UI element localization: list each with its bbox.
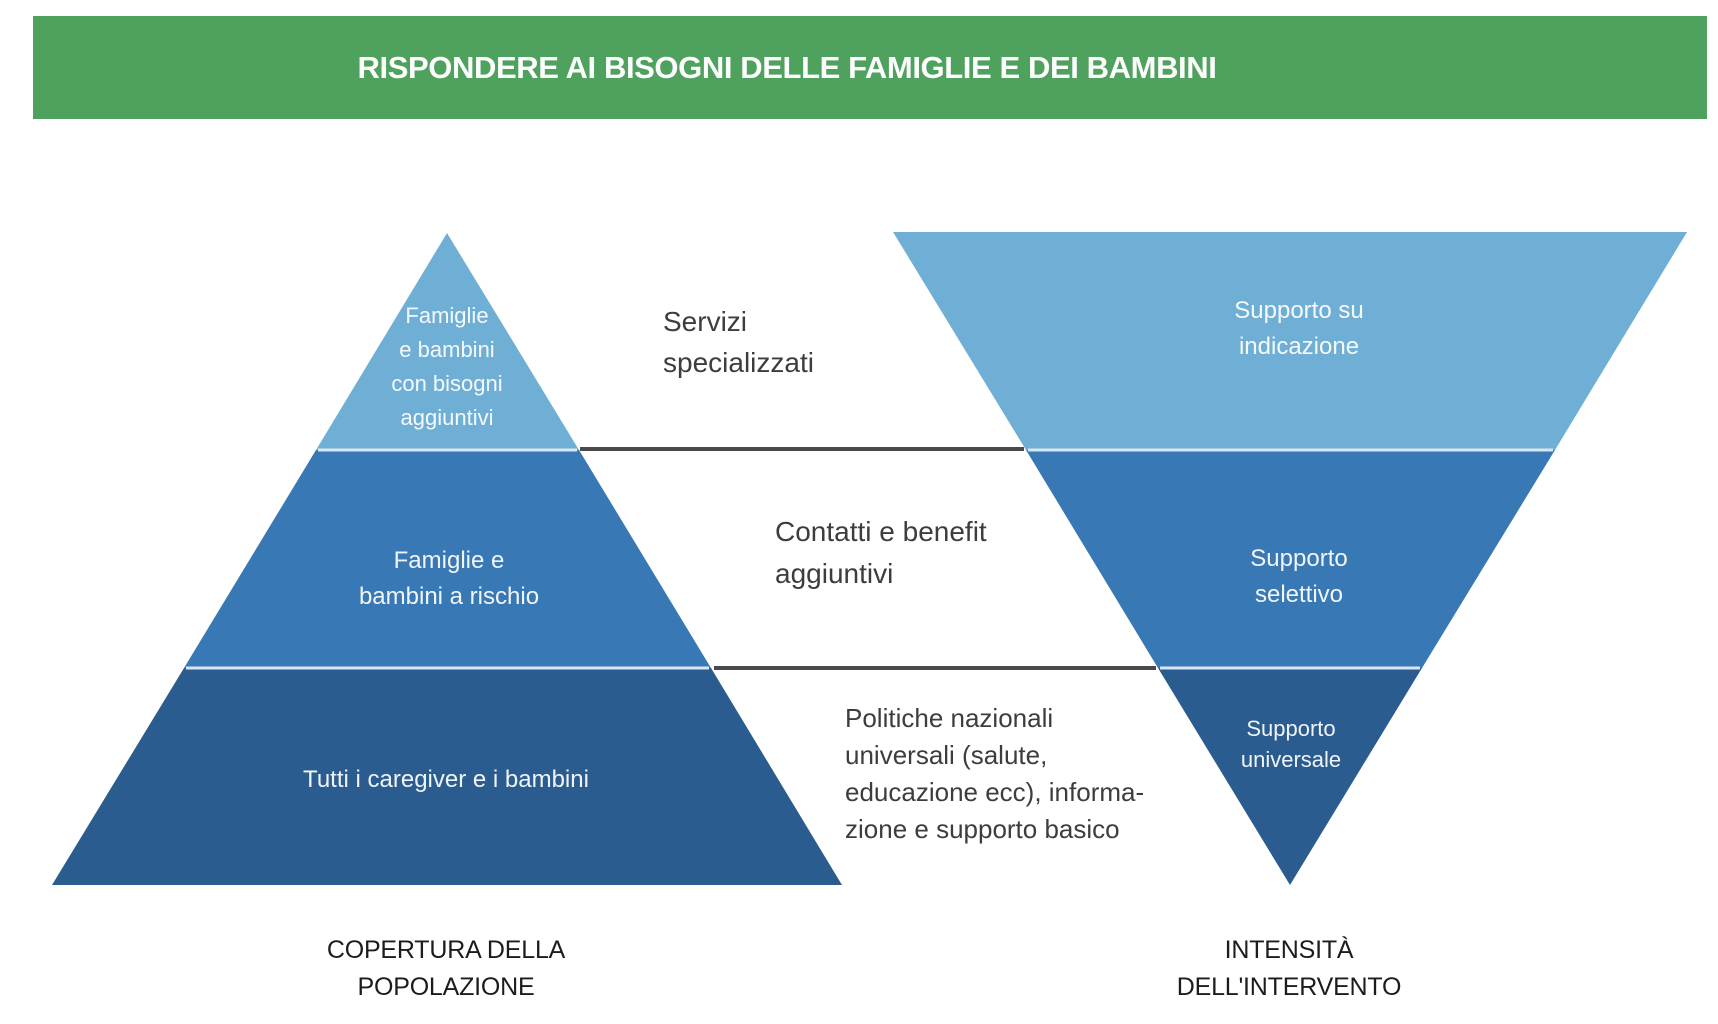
funnel-layer-bottom-shape (1158, 668, 1422, 885)
service-label-servizi-specializzati: Servizi specializzati (663, 306, 814, 378)
pyramid-label-a-rischio: Famiglie e bambini a rischio (358, 547, 540, 610)
funnel-label-supporto-indicazione: Supporto su indicazione (1234, 297, 1364, 360)
page-title: RISPONDERE AI BISOGNI DELLE FAMIGLIE E D… (357, 50, 1217, 85)
service-label-contatti-benefit: Contatti e benefit aggiuntivi (775, 516, 987, 589)
pyramid-layer-middle-shape (184, 450, 711, 668)
header-banner: RISPONDERE AI BISOGNI DELLE FAMIGLIE E D… (33, 16, 1707, 119)
funnel-layer-top-shape (893, 232, 1687, 450)
axis-label-copertura-popolazione: COPERTURA DELLA POPOLAZIONE (326, 936, 566, 1001)
service-label-politiche-nazionali: Politiche nazionali universali (salute, … (845, 703, 1145, 844)
pyramid-label-bisogni-aggiuntivi: Famiglie e bambini con bisogni aggiuntiv… (391, 303, 503, 430)
funnel-label-supporto-selettivo: Supporto selettivo (1250, 545, 1348, 608)
pyramid-layer-bottom-shape (52, 668, 842, 885)
funnel-label-supporto-universale: Supporto universale (1240, 716, 1342, 772)
pyramid-label-tutti-caregiver: Tutti i caregiver e i bambini (303, 766, 589, 793)
axis-label-intensita-intervento: INTENSITÀ DELL'INTERVENTO (1176, 936, 1402, 1001)
funnel-layer-middle-shape (1026, 450, 1555, 668)
pyramid-layer-top-shape (316, 233, 579, 450)
